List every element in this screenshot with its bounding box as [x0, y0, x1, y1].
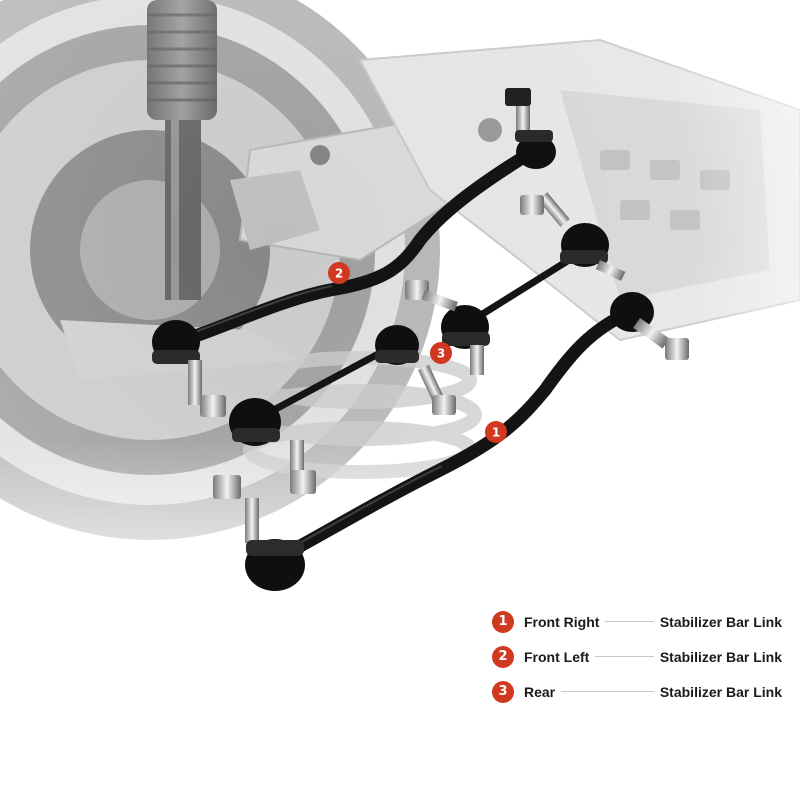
rear-stabilizer-link-a [229, 325, 456, 494]
legend-leader-line [605, 621, 654, 622]
legend-part-name: Stabilizer Bar Link [659, 648, 782, 665]
legend-position-label: Front Right [524, 613, 600, 630]
legend-badge-2: 2 [492, 645, 514, 668]
svg-text:2: 2 [335, 267, 343, 281]
svg-text:3: 3 [437, 347, 445, 361]
legend-item-front-left: 2 Front Left Stabilizer Bar Link [492, 639, 782, 674]
callout-badge-2: 2 [328, 262, 350, 284]
rear-stabilizer-link-b [405, 192, 626, 375]
legend-item-front-right: 1 Front Right Stabilizer Bar Link [492, 604, 782, 639]
legend-leader-line [595, 656, 654, 657]
parts-legend: 1 Front Right Stabilizer Bar Link 2 Fron… [492, 604, 782, 709]
legend-item-rear: 3 Rear Stabilizer Bar Link [492, 674, 782, 709]
legend-badge-1: 1 [492, 610, 514, 633]
legend-part-name: Stabilizer Bar Link [659, 683, 782, 700]
legend-leader-line [561, 691, 654, 692]
legend-badge-3: 3 [492, 680, 514, 703]
front-left-stabilizer-link [152, 88, 556, 417]
legend-part-name: Stabilizer Bar Link [659, 613, 782, 630]
svg-text:1: 1 [492, 426, 500, 440]
callout-badge-3: 3 [430, 342, 452, 364]
legend-position-label: Rear [524, 683, 556, 700]
callout-badge-1: 1 [485, 421, 507, 443]
legend-position-label: Front Left [524, 648, 590, 665]
